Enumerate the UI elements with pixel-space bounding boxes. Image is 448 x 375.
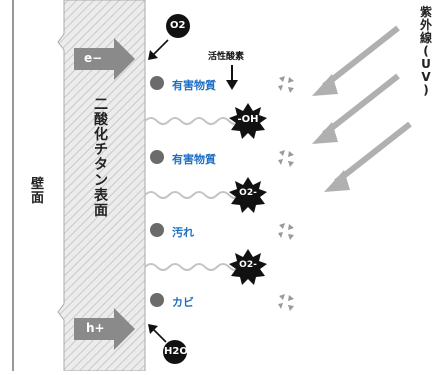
vertical-char: V: [421, 69, 431, 84]
wave-line: [144, 117, 242, 125]
vertical-char: (: [423, 43, 429, 58]
vertical-char: 線: [420, 30, 433, 45]
vertical-char: 表: [94, 187, 108, 204]
vertical-char: 面: [94, 202, 108, 219]
wave-line: [144, 263, 242, 271]
vertical-char: ): [423, 82, 429, 97]
wave-line: [144, 191, 242, 199]
vertical-char: ン: [94, 172, 108, 189]
item-label: 有害物質: [172, 153, 216, 166]
h2o-arrow-head: [148, 324, 158, 334]
uv-arrow: [312, 73, 400, 144]
surface-label: 二酸化チタン表面: [94, 97, 108, 219]
electron-arrow: [74, 38, 135, 80]
o2-arrow-line: [151, 39, 169, 57]
radical-label: O2-: [239, 188, 257, 198]
electron-label: e−: [84, 51, 103, 65]
vertical-char: 紫: [420, 5, 433, 19]
vertical-char: 化: [94, 127, 108, 144]
vertical-char: チ: [94, 142, 108, 159]
hole-arrow: [74, 308, 135, 350]
active-oxygen-arrow-head: [226, 80, 238, 90]
particle-dot: [150, 150, 164, 164]
active-oxygen-label: 活性酸素: [208, 52, 245, 62]
vertical-char: 二: [94, 97, 108, 113]
radical-burst: [229, 177, 267, 213]
wall-label: 壁面: [31, 177, 45, 207]
h2o-label: H2O: [164, 346, 188, 357]
vertical-char: U: [421, 56, 431, 71]
h2o-arrow-line: [151, 327, 167, 343]
fragment-cluster: [278, 76, 294, 93]
item-label: カビ: [172, 296, 194, 309]
vertical-char: 酸: [94, 112, 108, 129]
radical-label: -OH: [237, 114, 259, 125]
radical-burst: [229, 103, 267, 139]
item-label: 汚れ: [172, 226, 194, 239]
radical-burst: [229, 249, 267, 285]
particle-dot: [150, 223, 164, 237]
o2-label: O2: [170, 20, 186, 31]
fragment-cluster: [278, 223, 294, 240]
tio2-substrate: [57, 0, 146, 372]
vertical-char: 外: [420, 17, 433, 32]
o2-bubble: [166, 14, 190, 38]
hole-label: h+: [86, 321, 105, 335]
uv-arrow: [312, 25, 400, 96]
particle-dot: [150, 76, 164, 90]
vertical-char: 面: [31, 191, 45, 207]
fragment-cluster: [278, 294, 294, 311]
o2-arrow-head: [148, 50, 158, 60]
uv-arrow: [324, 121, 412, 192]
vertical-char: タ: [94, 157, 108, 174]
vertical-char: 壁: [31, 177, 45, 192]
item-label: 有害物質: [172, 79, 216, 92]
radical-label: O2-: [239, 260, 257, 270]
particle-dot: [150, 293, 164, 307]
h2o-bubble: [163, 340, 187, 364]
fragment-cluster: [278, 150, 294, 167]
